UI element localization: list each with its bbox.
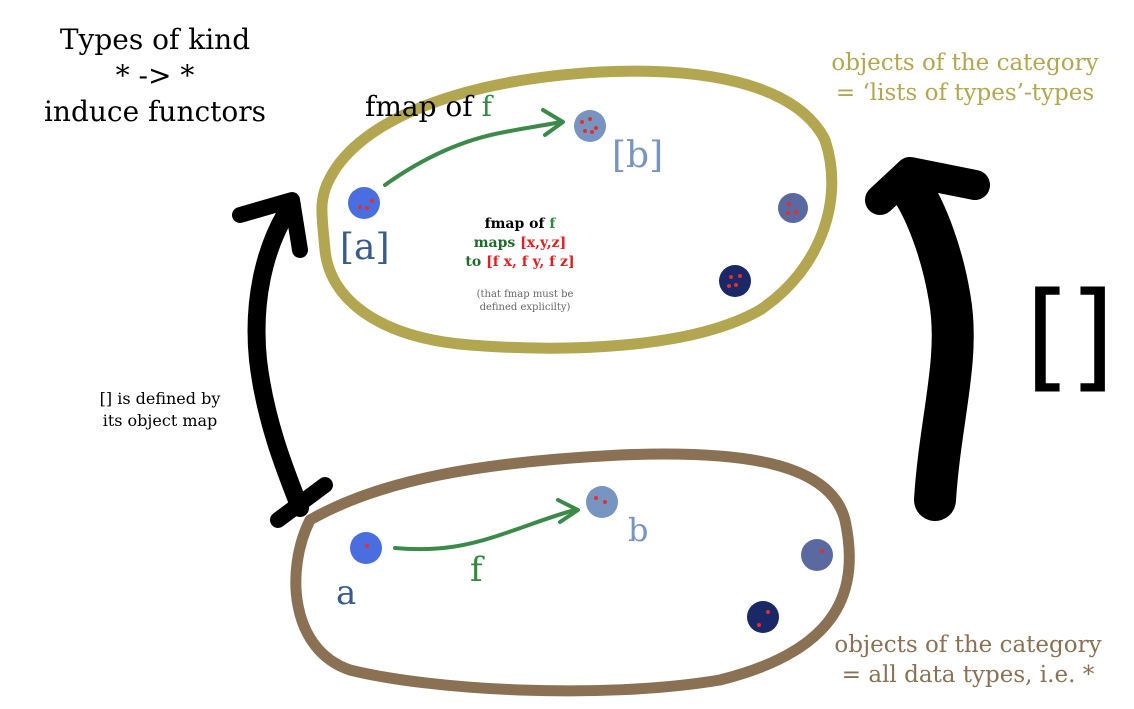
object-navy <box>747 601 779 633</box>
top-category-label-line-1: objects of the category <box>831 50 1099 76</box>
object-map-arrowhead <box>232 192 308 258</box>
fmap-note-line-1-prefix: fmap of <box>484 216 550 232</box>
fmap-note-line-2: maps [x,y,z] <box>440 234 600 253</box>
label-b-list: [b] <box>612 135 664 176</box>
object-map-note-line-1: [] is defined by <box>99 389 221 408</box>
f-arrowhead <box>556 498 580 524</box>
top-category-label-line-2: = ‘lists of types’-types <box>835 80 1095 106</box>
top-category-label: objects of the category = ‘lists of type… <box>825 48 1105 108</box>
object-navy-list <box>719 265 751 297</box>
functor-symbol: [] <box>1025 266 1115 404</box>
label-a: a <box>336 573 357 613</box>
fmap-arrowhead <box>541 108 565 137</box>
fmap-heading-prefix: fmap of <box>365 90 482 123</box>
object-map-note-line-2: its object map <box>102 411 218 430</box>
title-block: Types of kind * -> * induce functors <box>30 22 280 130</box>
object-map-note: [] is defined by its object map <box>80 388 240 432</box>
object-slate-list <box>778 193 808 223</box>
bottom-category-boundary <box>290 448 855 697</box>
fmap-heading-fn: f <box>481 90 492 123</box>
bottom-category-label-line-1: objects of the category <box>834 632 1102 658</box>
fmap-small-note-line-2: defined explicilty) <box>479 302 571 313</box>
label-b: b <box>628 511 649 549</box>
label-f: f <box>470 550 483 590</box>
fmap-small-note: (that fmap must be defined explicilty) <box>450 288 600 314</box>
fmap-note: fmap of f maps [x,y,z] to [f x, f y, f z… <box>440 215 600 272</box>
title-line-2: * -> * <box>115 59 195 92</box>
fmap-note-line-3-prefix: to <box>465 254 487 270</box>
object-map-arrow <box>247 206 309 517</box>
top-category-boundary <box>316 65 838 354</box>
fmap-note-line-3-value: [f x, f y, f z] <box>486 254 575 270</box>
fmap-note-line-2-prefix: maps <box>473 235 521 251</box>
title-line-3: induce functors <box>43 95 267 128</box>
object-slate <box>801 539 833 571</box>
functor-arrow <box>891 169 974 521</box>
bottom-category-label: objects of the category = all data types… <box>828 630 1108 690</box>
object-map-tail-bar <box>270 477 333 528</box>
fmap-note-line-3: to [f x, f y, f z] <box>440 253 600 272</box>
title-line-1: Types of kind <box>59 23 251 56</box>
fmap-small-note-line-1: (that fmap must be <box>476 289 574 300</box>
functor-arrowhead <box>865 157 990 215</box>
object-a-list <box>348 187 380 219</box>
fmap-arrow <box>383 120 562 187</box>
object-b <box>586 486 618 518</box>
f-arrow <box>393 508 577 552</box>
object-a <box>350 532 382 564</box>
bottom-category-label-line-2: = all data types, i.e. * <box>841 662 1095 688</box>
label-a-list: [a] <box>340 227 390 268</box>
fmap-note-line-2-value: [x,y,z] <box>520 235 567 251</box>
fmap-note-line-1: fmap of f <box>440 215 600 234</box>
fmap-heading: fmap of f <box>365 90 492 123</box>
object-b-list <box>574 110 606 142</box>
fmap-note-line-1-fn: f <box>549 216 556 232</box>
